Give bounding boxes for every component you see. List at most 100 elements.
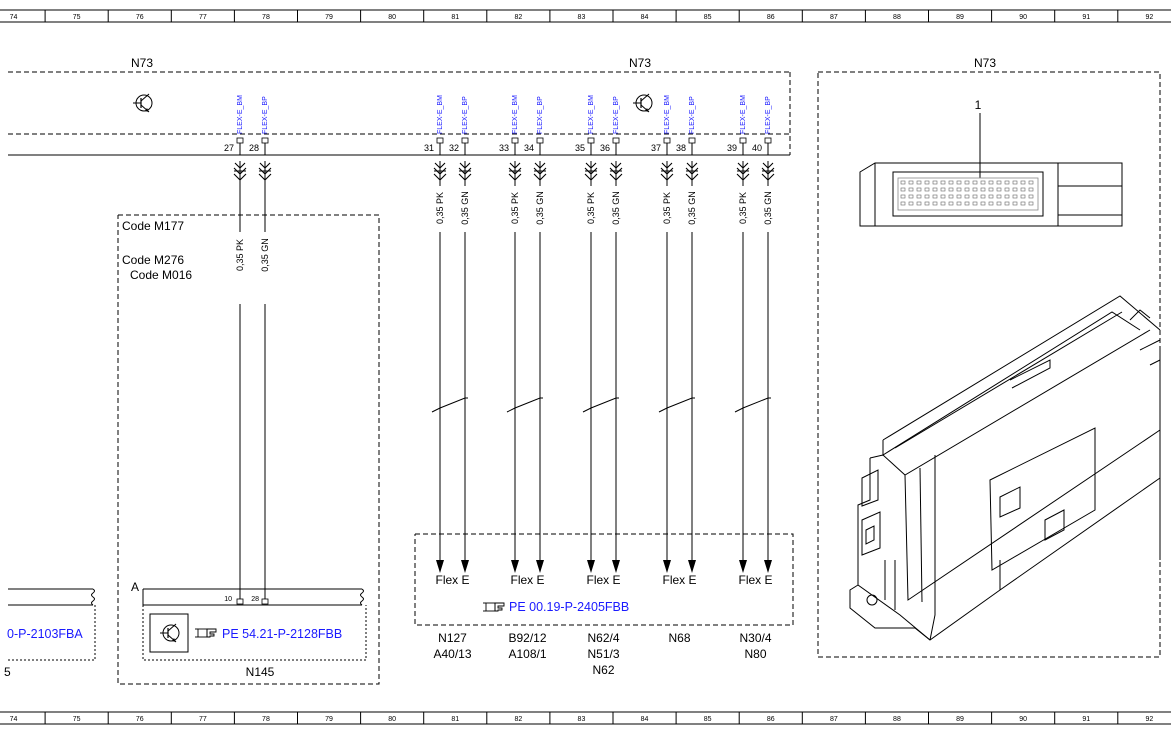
inline-connector-icon [433, 160, 447, 182]
grid-cell-75: 75 [73, 14, 81, 21]
wire-label: 0,35 GN [460, 191, 470, 225]
target-component-label: N51/3 [587, 647, 619, 661]
grid-cell-80: 80 [388, 716, 396, 723]
transistor-symbol-icon [159, 623, 180, 643]
flex-ref-link[interactable]: PE 00.19-P-2405FBB [509, 600, 629, 614]
grid-cell-84: 84 [641, 716, 649, 723]
target-component-label: N62/4 [587, 631, 619, 645]
signal-label: FLEX-E_BM [588, 95, 595, 134]
inline-connector-icon [233, 160, 247, 182]
inline-connector-icon [533, 160, 547, 182]
grid-cell-92: 92 [1145, 716, 1153, 723]
grid-cell-85: 85 [704, 14, 712, 21]
n73-component-view: N73 1 [817, 56, 1161, 658]
inline-connector-icon [584, 160, 598, 182]
pin-number: 32 [449, 143, 459, 153]
wire-label: 0,35 GN [611, 191, 621, 225]
connector-drawing [859, 162, 1123, 227]
grid-cell-82: 82 [514, 716, 522, 723]
signal-label: FLEX-E_BP [613, 96, 620, 134]
grid-cell-90: 90 [1019, 716, 1027, 723]
grid-cell-87: 87 [830, 14, 838, 21]
inline-connector-icon [736, 160, 750, 182]
grid-cell-84: 84 [641, 14, 649, 21]
arrow-down-icon [587, 560, 595, 573]
transistor-symbol-icon [632, 93, 653, 113]
signal-label: FLEX-E_BM [237, 95, 244, 134]
grid-cell-87: 87 [830, 716, 838, 723]
grid-cell-78: 78 [262, 14, 270, 21]
signal-label: FLEX-E_BM [664, 95, 671, 134]
grid-cell-92: 92 [1145, 14, 1153, 21]
target-component-label: N127 [438, 631, 467, 645]
target-component-label: A108/1 [508, 647, 546, 661]
code-m177-label: Code M177 [122, 219, 184, 233]
grid-cell-83: 83 [578, 716, 586, 723]
transistor-symbol-icon [132, 93, 153, 113]
wire-label: 0,35 PK [435, 192, 445, 224]
inline-connector-icon [508, 160, 522, 182]
left-partial-component: 0-P-2103FBA 5 [4, 588, 96, 679]
grid-cell-83: 83 [578, 14, 586, 21]
n73-right-label: N73 [974, 56, 996, 70]
pointing-hand-icon [194, 628, 217, 638]
arrow-down-icon [536, 560, 544, 573]
pin-number: 35 [575, 143, 585, 153]
arrow-down-icon [739, 560, 747, 573]
wire-label: 0,35 GN [687, 191, 697, 225]
inline-connector-icon [458, 160, 472, 182]
signal-label: FLEX-E_BP [765, 96, 772, 134]
n73-center-label: N73 [629, 56, 651, 70]
flex-e-label: Flex E [435, 573, 469, 587]
pin-number: 28 [249, 143, 259, 153]
signal-label: FLEX-E_BM [437, 95, 444, 134]
twisted-pair-mark [506, 397, 543, 413]
target-component-label: B92/12 [508, 631, 546, 645]
pin-31: FLEX-E_BM 31 0,35 PK [424, 95, 447, 573]
pin-number: 33 [499, 143, 509, 153]
grid-cell-88: 88 [893, 14, 901, 21]
flex-e-label: Flex E [738, 573, 772, 587]
flex-e-label: Flex E [510, 573, 544, 587]
grid-cell-76: 76 [136, 716, 144, 723]
left-ref-link[interactable]: 0-P-2103FBA [7, 627, 83, 641]
wire-label: 0,35 PK [235, 239, 245, 271]
flex-e-label: Flex E [586, 573, 620, 587]
grid-cell-89: 89 [956, 716, 964, 723]
grid-cell-85: 85 [704, 716, 712, 723]
n145-pin-10: 10 [224, 596, 232, 603]
pin-36: FLEX-E_BP 36 0,35 GN [600, 96, 623, 573]
grid-cell-91: 91 [1082, 14, 1090, 21]
grid-cell-74: 74 [10, 716, 18, 723]
arrow-down-icon [688, 560, 696, 573]
grid-cell-74: 74 [10, 14, 18, 21]
twisted-pair-mark [582, 397, 619, 413]
pin-number: 31 [424, 143, 434, 153]
signal-label: FLEX-E_BP [537, 96, 544, 134]
inline-connector-icon [609, 160, 623, 182]
pointing-hand-icon [482, 602, 505, 612]
n145-ref-link[interactable]: PE 54.21-P-2128FBB [222, 627, 342, 641]
inline-connector-icon [685, 160, 699, 182]
grid-cell-77: 77 [199, 716, 207, 723]
wire-label: 0,35 GN [763, 191, 773, 225]
n73-left-label: N73 [131, 56, 153, 70]
arrow-down-icon [436, 560, 444, 573]
signal-label: FLEX-E_BP [262, 96, 269, 134]
n145-label: N145 [246, 665, 275, 679]
arrow-down-icon [764, 560, 772, 573]
grid-cell-78: 78 [262, 716, 270, 723]
grid-cell-82: 82 [514, 14, 522, 21]
callout-number: 1 [975, 98, 982, 112]
wire-label: 0,35 PK [662, 192, 672, 224]
pin-number: 36 [600, 143, 610, 153]
